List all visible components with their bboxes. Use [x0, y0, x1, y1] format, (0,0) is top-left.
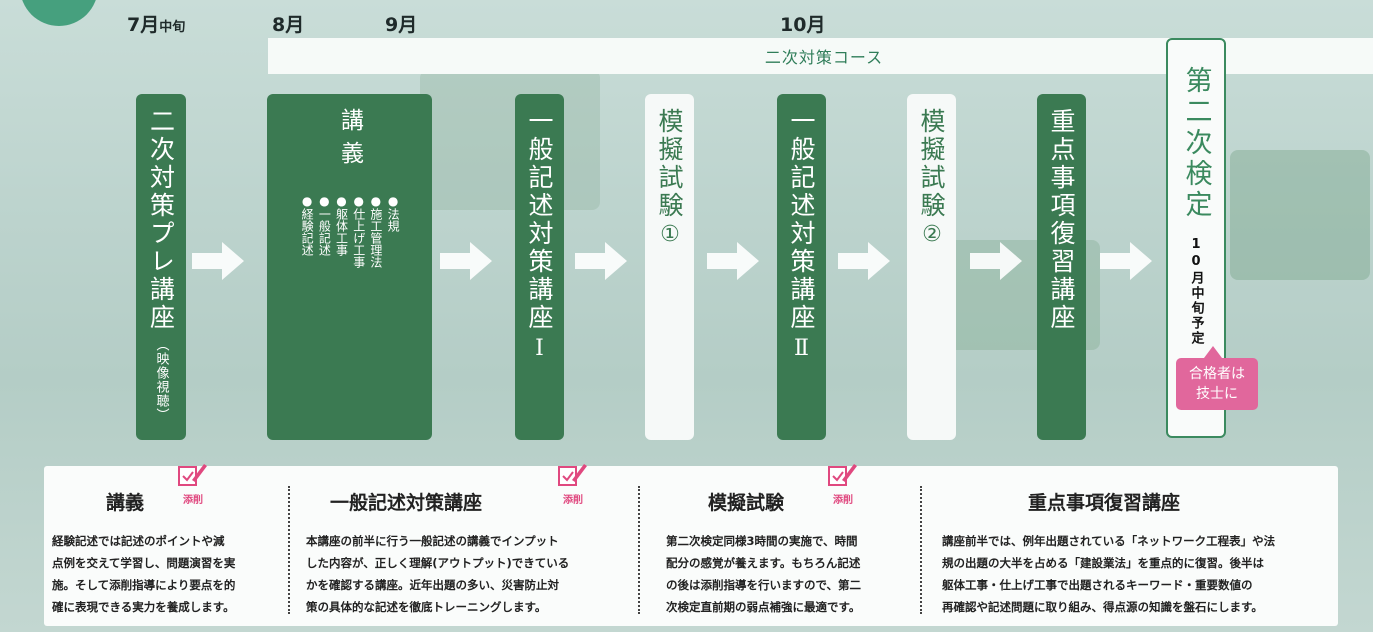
- arrow-right-icon: [440, 242, 492, 280]
- step-general-writing-1-numeral: Ⅰ: [535, 336, 544, 361]
- lecture-topic: ●施工管理法: [368, 194, 383, 268]
- desc-mock-exam: 模擬試験 添削 第二次検定同様3時間の実施で、時間 配分の感覚が養えます。もちろ…: [644, 464, 924, 626]
- desc-general-writing-body: 本講座の前半に行う一般記述の講義でインプット した内容が、正しく理解(アウトプッ…: [306, 530, 569, 618]
- course-bar-label: 二次対策コース: [764, 48, 884, 67]
- desc-line: かを確認する講座。近年出題の多い、災害防止対: [306, 578, 559, 592]
- second-exam-date: 10月中旬予定: [1188, 237, 1204, 346]
- month-label-october: 10月: [780, 14, 826, 36]
- step-key-review: 重点事項復習講座: [1037, 94, 1086, 440]
- desc-mock-exam-body: 第二次検定同様3時間の実施で、時間 配分の感覚が養えます。もちろん記述 の後は添…: [666, 530, 861, 618]
- arrow-right-icon: [707, 242, 759, 280]
- column-divider: [638, 486, 640, 614]
- step-general-writing-2-title: 一般記述対策講座: [787, 108, 816, 332]
- description-panel: 講義 添削 経験記述では記述のポイントや減 点例を交えて学習し、問題演習を実 施…: [44, 464, 1338, 626]
- arrow-right-icon: [838, 242, 890, 280]
- desc-line: した内容が、正しく理解(アウトプット)できている: [306, 556, 570, 570]
- column-divider: [920, 486, 922, 614]
- second-exam-title: 第二次検定: [1180, 66, 1212, 221]
- lecture-topic: ●仕上げ工事: [351, 194, 366, 268]
- desc-line: 施。そして添削指導により要点を的: [52, 578, 236, 592]
- desc-line: 本講座の前半に行う一般記述の講義でインプット: [306, 534, 559, 548]
- background-shape: [420, 70, 600, 210]
- step-key-review-title: 重点事項復習講座: [1047, 108, 1076, 332]
- desc-line: 点例を交えて学習し、問題演習を実: [52, 556, 236, 570]
- step-lecture-title: 講義: [336, 108, 363, 174]
- tensaku-label: 添削: [833, 495, 853, 506]
- desc-line: 策の具体的な記述を徹底トレーニングします。: [306, 600, 547, 614]
- step-general-writing-2: 一般記述対策講座 Ⅱ: [777, 94, 826, 440]
- desc-line: 次検定直前期の弱点補強に最適です。: [666, 600, 861, 614]
- desc-line: 経験記述では記述のポイントや減: [52, 534, 225, 548]
- desc-line: 規の出題の大半を占める「建設業法」を重点的に復習。後半は: [942, 556, 1264, 570]
- tensaku-badge: 添削: [176, 460, 210, 506]
- step-mock-exam-1-numeral: ①: [657, 222, 683, 250]
- pass-bubble-line1: 合格者は: [1189, 366, 1245, 382]
- month-label-september: 9月: [385, 14, 418, 36]
- tensaku-badge: 添削: [556, 460, 590, 506]
- desc-mock-exam-title: 模擬試験: [708, 492, 785, 514]
- desc-key-review-title: 重点事項復習講座: [1028, 492, 1181, 514]
- background-shape: [1230, 150, 1370, 280]
- arrow-right-icon: [575, 242, 627, 280]
- tensaku-label: 添削: [563, 495, 583, 506]
- tensaku-badge: 添削: [826, 460, 860, 506]
- desc-line: の後は添削指導を行いますので、第二: [666, 578, 862, 592]
- step-mock-exam-2-title: 模擬試験: [917, 108, 946, 220]
- desc-lecture-body: 経験記述では記述のポイントや減 点例を交えて学習し、問題演習を実 施。そして添削…: [52, 530, 235, 618]
- step-general-writing-2-numeral: Ⅱ: [794, 336, 809, 361]
- step-mock-exam-2: 模擬試験 ②: [907, 94, 956, 440]
- desc-lecture: 講義 添削 経験記述では記述のポイントや減 点例を交えて学習し、問題演習を実 施…: [44, 464, 294, 626]
- tensaku-label: 添削: [183, 495, 203, 506]
- desc-key-review-body: 講座前半では、例年出題されている「ネットワーク工程表」や法 規の出題の大半を占め…: [942, 530, 1275, 618]
- desc-key-review: 重点事項復習講座 講座前半では、例年出題されている「ネットワーク工程表」や法 規…: [926, 466, 1336, 626]
- arrow-right-icon: [970, 242, 1022, 280]
- desc-lecture-title: 講義: [106, 492, 145, 514]
- pen-check-icon: [828, 464, 857, 486]
- pass-bubble-line2: 技士に: [1196, 386, 1238, 402]
- step-lecture: 講義 ●法規 ●施工管理法 ●仕上げ工事 ●躯体工事 ●一般記述 ●経験記述: [267, 94, 432, 440]
- month-label-august: 8月: [272, 14, 305, 36]
- lecture-topic: ●躯体工事: [334, 194, 349, 256]
- step-general-writing-1: 一般記述対策講座 Ⅰ: [515, 94, 564, 440]
- desc-line: 第二次検定同様3時間の実施で、時間: [666, 534, 858, 548]
- step-mock-exam-1: 模擬試験 ①: [645, 94, 694, 440]
- desc-line: 確に表現できる実力を養成します。: [52, 600, 235, 614]
- step-badge: [20, 0, 98, 26]
- column-divider: [288, 486, 290, 614]
- lecture-topic: ●一般記述: [317, 194, 332, 256]
- desc-line: 再確認や記述問題に取り組み、得点源の知識を盤石にします。: [942, 600, 1263, 614]
- month-label-july: 7月中旬: [127, 14, 186, 36]
- arrow-right-icon: [192, 242, 244, 280]
- step-mock-exam-1-title: 模擬試験: [655, 108, 684, 220]
- step-pre-course-title: 二次対策プレ講座: [146, 108, 176, 332]
- step-mock-exam-2-numeral: ②: [919, 222, 945, 250]
- pass-bubble: 合格者は 技士に: [1176, 346, 1258, 410]
- arrow-right-icon: [1100, 242, 1152, 280]
- desc-general-writing: 一般記述対策講座 添削 本講座の前半に行う一般記述の講義でインプット した内容が…: [294, 464, 634, 626]
- pen-check-icon: [178, 464, 207, 486]
- desc-line: 躯体工事・仕上げ工事で出題されるキーワード・重要数値の: [942, 578, 1253, 592]
- desc-line: 講座前半では、例年出題されている「ネットワーク工程表」や法: [942, 534, 1276, 548]
- pen-check-icon: [558, 464, 587, 486]
- lecture-topic: ●経験記述: [300, 194, 315, 256]
- lecture-topics: ●法規 ●施工管理法 ●仕上げ工事 ●躯体工事 ●一般記述 ●経験記述: [300, 194, 401, 268]
- desc-general-writing-title: 一般記述対策講座: [330, 492, 483, 514]
- step-general-writing-1-title: 一般記述対策講座: [525, 108, 554, 332]
- lecture-topic: ●法規: [386, 194, 401, 232]
- step-pre-course: 二次対策プレ講座 （映像視聴）: [136, 94, 186, 440]
- step-pre-course-note: （映像視聴）: [153, 338, 169, 422]
- desc-line: 配分の感覚が養えます。もちろん記述: [666, 556, 861, 570]
